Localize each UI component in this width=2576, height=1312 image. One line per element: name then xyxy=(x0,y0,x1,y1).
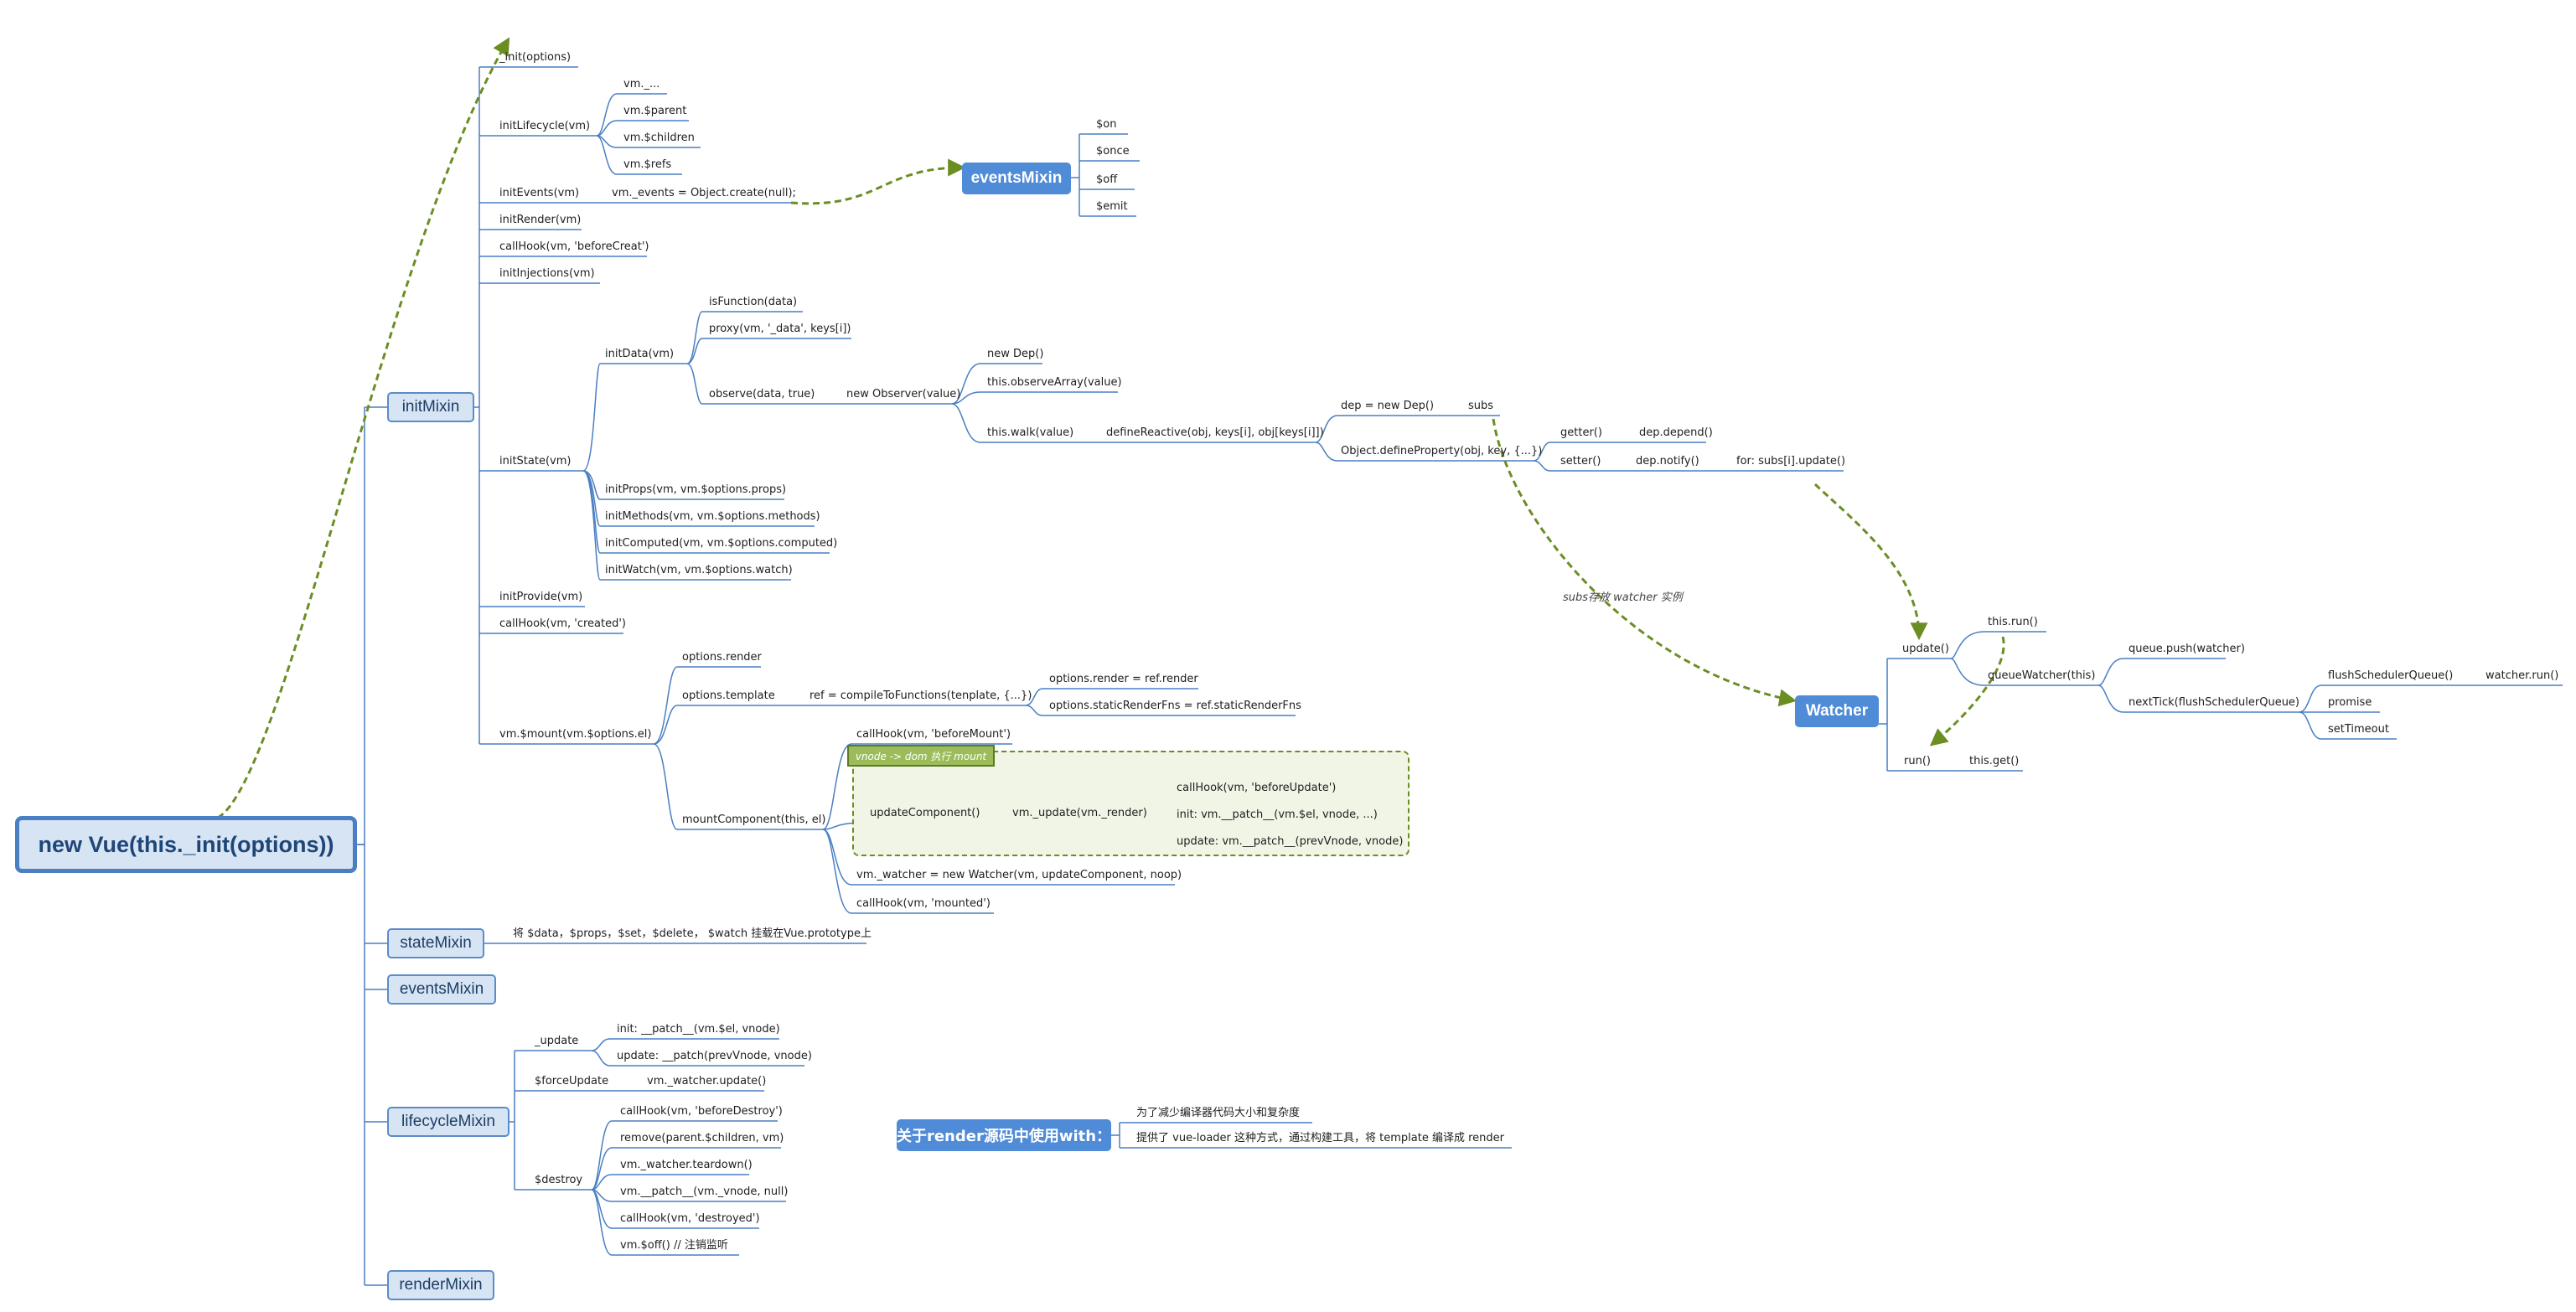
watcher-run-method-label[interactable]: run() xyxy=(1904,755,1931,767)
dep-notify-label[interactable]: dep.notify() xyxy=(1636,455,1699,467)
lifecycle-prop-parent[interactable]: vm.$parent xyxy=(623,105,687,117)
proxy-label[interactable]: proxy(vm, '_data', keys[i]) xyxy=(709,323,851,335)
event-method-on[interactable]: $on xyxy=(1096,118,1117,131)
forceUpdate-label[interactable]: $forceUpdate xyxy=(535,1075,609,1087)
vm-off-label[interactable]: vm.$off() // 注销监听 xyxy=(620,1239,728,1252)
callHook-destroyed-label[interactable]: callHook(vm, 'destroyed') xyxy=(620,1212,760,1225)
callHook-beforeDestroy-label[interactable]: callHook(vm, 'beforeDestroy') xyxy=(620,1105,783,1118)
nextTick-label[interactable]: nextTick(flushSchedulerQueue) xyxy=(2129,696,2300,709)
stateMixin-node[interactable]: stateMixin xyxy=(387,928,484,958)
callHook-created-label[interactable]: callHook(vm, 'created') xyxy=(499,617,626,630)
flushSchedulerQueue-label[interactable]: flushSchedulerQueue() xyxy=(2328,669,2454,682)
stateMixin-description[interactable]: 将 $data，$props，$set，$delete， $watch 挂载在V… xyxy=(513,927,872,940)
dep-new-label[interactable]: dep = new Dep() xyxy=(1341,400,1435,412)
initWatch-label[interactable]: initWatch(vm, vm.$options.watch) xyxy=(605,564,793,576)
callHook-beforeUpdate-label[interactable]: callHook(vm, 'beforeUpdate') xyxy=(1177,782,1337,794)
queueWatcher-label[interactable]: queueWatcher(this) xyxy=(1988,669,2096,682)
underscore-update-label[interactable]: _update xyxy=(535,1035,579,1047)
walk-label[interactable]: this.walk(value) xyxy=(987,426,1074,439)
update-init-patch-label[interactable]: init: __patch__(vm.$el, vnode) xyxy=(617,1023,780,1036)
initInjections-label[interactable]: initInjections(vm) xyxy=(499,267,595,280)
initRender-label[interactable]: initRender(vm) xyxy=(499,214,582,226)
lifecycleMixin-node[interactable]: lifecycleMixin xyxy=(387,1107,510,1137)
event-method-emit[interactable]: $emit xyxy=(1096,200,1128,213)
mountComponent-label[interactable]: mountComponent(this, el) xyxy=(682,814,826,826)
promise-label[interactable]: promise xyxy=(2328,696,2372,709)
init-patch-label[interactable]: init: vm.__patch__(vm.$el, vnode, ...) xyxy=(1177,808,1378,821)
observeArray-label[interactable]: this.observeArray(value) xyxy=(987,376,1122,389)
options-render-label[interactable]: options.render xyxy=(682,651,762,664)
init-options-label[interactable]: _init(options) xyxy=(499,51,572,64)
lifecycle-prop-children[interactable]: vm.$children xyxy=(623,132,695,144)
dep-depend-label[interactable]: dep.depend() xyxy=(1639,426,1713,439)
isFunction-label[interactable]: isFunction(data) xyxy=(709,296,798,308)
watcher-update-label[interactable]: update() xyxy=(1902,643,1949,655)
initProvide-label[interactable]: initProvide(vm) xyxy=(499,591,583,603)
remove-parent-children-label[interactable]: remove(parent.$children, vm) xyxy=(620,1132,784,1144)
vm-update-label[interactable]: vm._update(vm._render) xyxy=(1012,807,1147,819)
update-update-patch-label[interactable]: update: __patch(prevVnode, vnode) xyxy=(617,1050,812,1062)
root-node[interactable]: new Vue(this._init(options)) xyxy=(15,816,357,873)
lifecycle-prop-refs[interactable]: vm.$refs xyxy=(623,158,672,171)
setTimeout-label[interactable]: setTimeout xyxy=(2328,723,2389,736)
watcher-teardown-label[interactable]: vm._watcher.teardown() xyxy=(620,1159,753,1171)
initMethods-label[interactable]: initMethods(vm, vm.$options.methods) xyxy=(605,510,820,523)
initMixin-node[interactable]: initMixin xyxy=(387,392,474,422)
setter-label[interactable]: setter() xyxy=(1560,455,1601,467)
note-line-1[interactable]: 为了减少编译器代码大小和复杂度 xyxy=(1136,1107,1301,1119)
note-line-2[interactable]: 提供了 vue-loader 这种方式，通过构建工具，将 template 编译… xyxy=(1136,1132,1504,1144)
render-with-note-node[interactable]: 关于render源码中使用with： xyxy=(897,1119,1111,1151)
defineReactive-label[interactable]: defineReactive(obj, keys[i], obj[keys[i]… xyxy=(1106,426,1324,439)
new-dep-label[interactable]: new Dep() xyxy=(987,348,1044,360)
event-method-off[interactable]: $off xyxy=(1096,173,1118,186)
this-get-label[interactable]: this.get() xyxy=(1969,755,2020,767)
eventsMixin-node[interactable]: eventsMixin xyxy=(387,974,496,1005)
vnode-mount-boundary xyxy=(852,751,1410,856)
patch-null-label[interactable]: vm.__patch__(vm._vnode, null) xyxy=(620,1185,789,1198)
compile-to-functions-label[interactable]: ref = compileToFunctions(tenplate, {...}… xyxy=(810,690,1032,702)
getter-label[interactable]: getter() xyxy=(1560,426,1602,439)
callHook-beforeCreat-label[interactable]: callHook(vm, 'beforeCreat') xyxy=(499,240,649,253)
initProps-label[interactable]: initProps(vm, vm.$options.props) xyxy=(605,483,787,496)
initEvents-label[interactable]: initEvents(vm) xyxy=(499,187,580,199)
destroy-label[interactable]: $destroy xyxy=(535,1174,583,1186)
defineProperty-label[interactable]: Object.defineProperty(obj, key, {...}) xyxy=(1341,445,1543,457)
watcher-node[interactable]: Watcher xyxy=(1795,695,1879,727)
lifecycle-prop-private[interactable]: vm._... xyxy=(623,78,660,90)
callHook-beforeMount-label[interactable]: callHook(vm, 'beforeMount') xyxy=(856,728,1011,741)
options-template-label[interactable]: options.template xyxy=(682,690,775,702)
initComputed-label[interactable]: initComputed(vm, vm.$options.computed) xyxy=(605,537,838,550)
subs-watcher-relation-label: subs存放 watcher 实例 xyxy=(1563,591,1683,604)
initData-label[interactable]: initData(vm) xyxy=(605,348,675,360)
subs-label[interactable]: subs xyxy=(1468,400,1494,412)
this-run-label[interactable]: this.run() xyxy=(1988,616,2038,628)
queue-push-label[interactable]: queue.push(watcher) xyxy=(2129,643,2245,655)
callHook-mounted-label[interactable]: callHook(vm, 'mounted') xyxy=(856,897,991,910)
eventsMixin-floating-node[interactable]: eventsMixin xyxy=(962,163,1071,194)
updateComponent-label[interactable]: updateComponent() xyxy=(870,807,980,819)
watcher-run-label[interactable]: watcher.run() xyxy=(2485,669,2559,682)
renderMixin-node[interactable]: renderMixin xyxy=(387,1270,494,1300)
update-patch-label[interactable]: update: vm.__patch__(prevVnode, vnode) xyxy=(1177,835,1404,848)
initLifecycle-label[interactable]: initLifecycle(vm) xyxy=(499,120,591,132)
vm-mount-label[interactable]: vm.$mount(vm.$options.el) xyxy=(499,728,652,741)
event-method-once[interactable]: $once xyxy=(1096,145,1130,158)
new-watcher-label[interactable]: vm._watcher = new Watcher(vm, updateComp… xyxy=(856,869,1182,881)
for-subs-update-label[interactable]: for: subs[i].update() xyxy=(1736,455,1846,467)
new-observer-label[interactable]: new Observer(value) xyxy=(846,388,961,400)
vnode-mount-boundary-tag[interactable]: vnode -> dom 执行 mount xyxy=(847,745,995,767)
forceUpdate-action-label[interactable]: vm._watcher.update() xyxy=(647,1075,767,1087)
vm-events-init-label[interactable]: vm._events = Object.create(null); xyxy=(612,187,796,199)
initState-label[interactable]: initState(vm) xyxy=(499,455,572,467)
observe-label[interactable]: observe(data, true) xyxy=(709,388,815,400)
options-static-render-label[interactable]: options.staticRenderFns = ref.staticRend… xyxy=(1049,700,1301,712)
options-render-ref-label[interactable]: options.render = ref.render xyxy=(1049,673,1198,685)
